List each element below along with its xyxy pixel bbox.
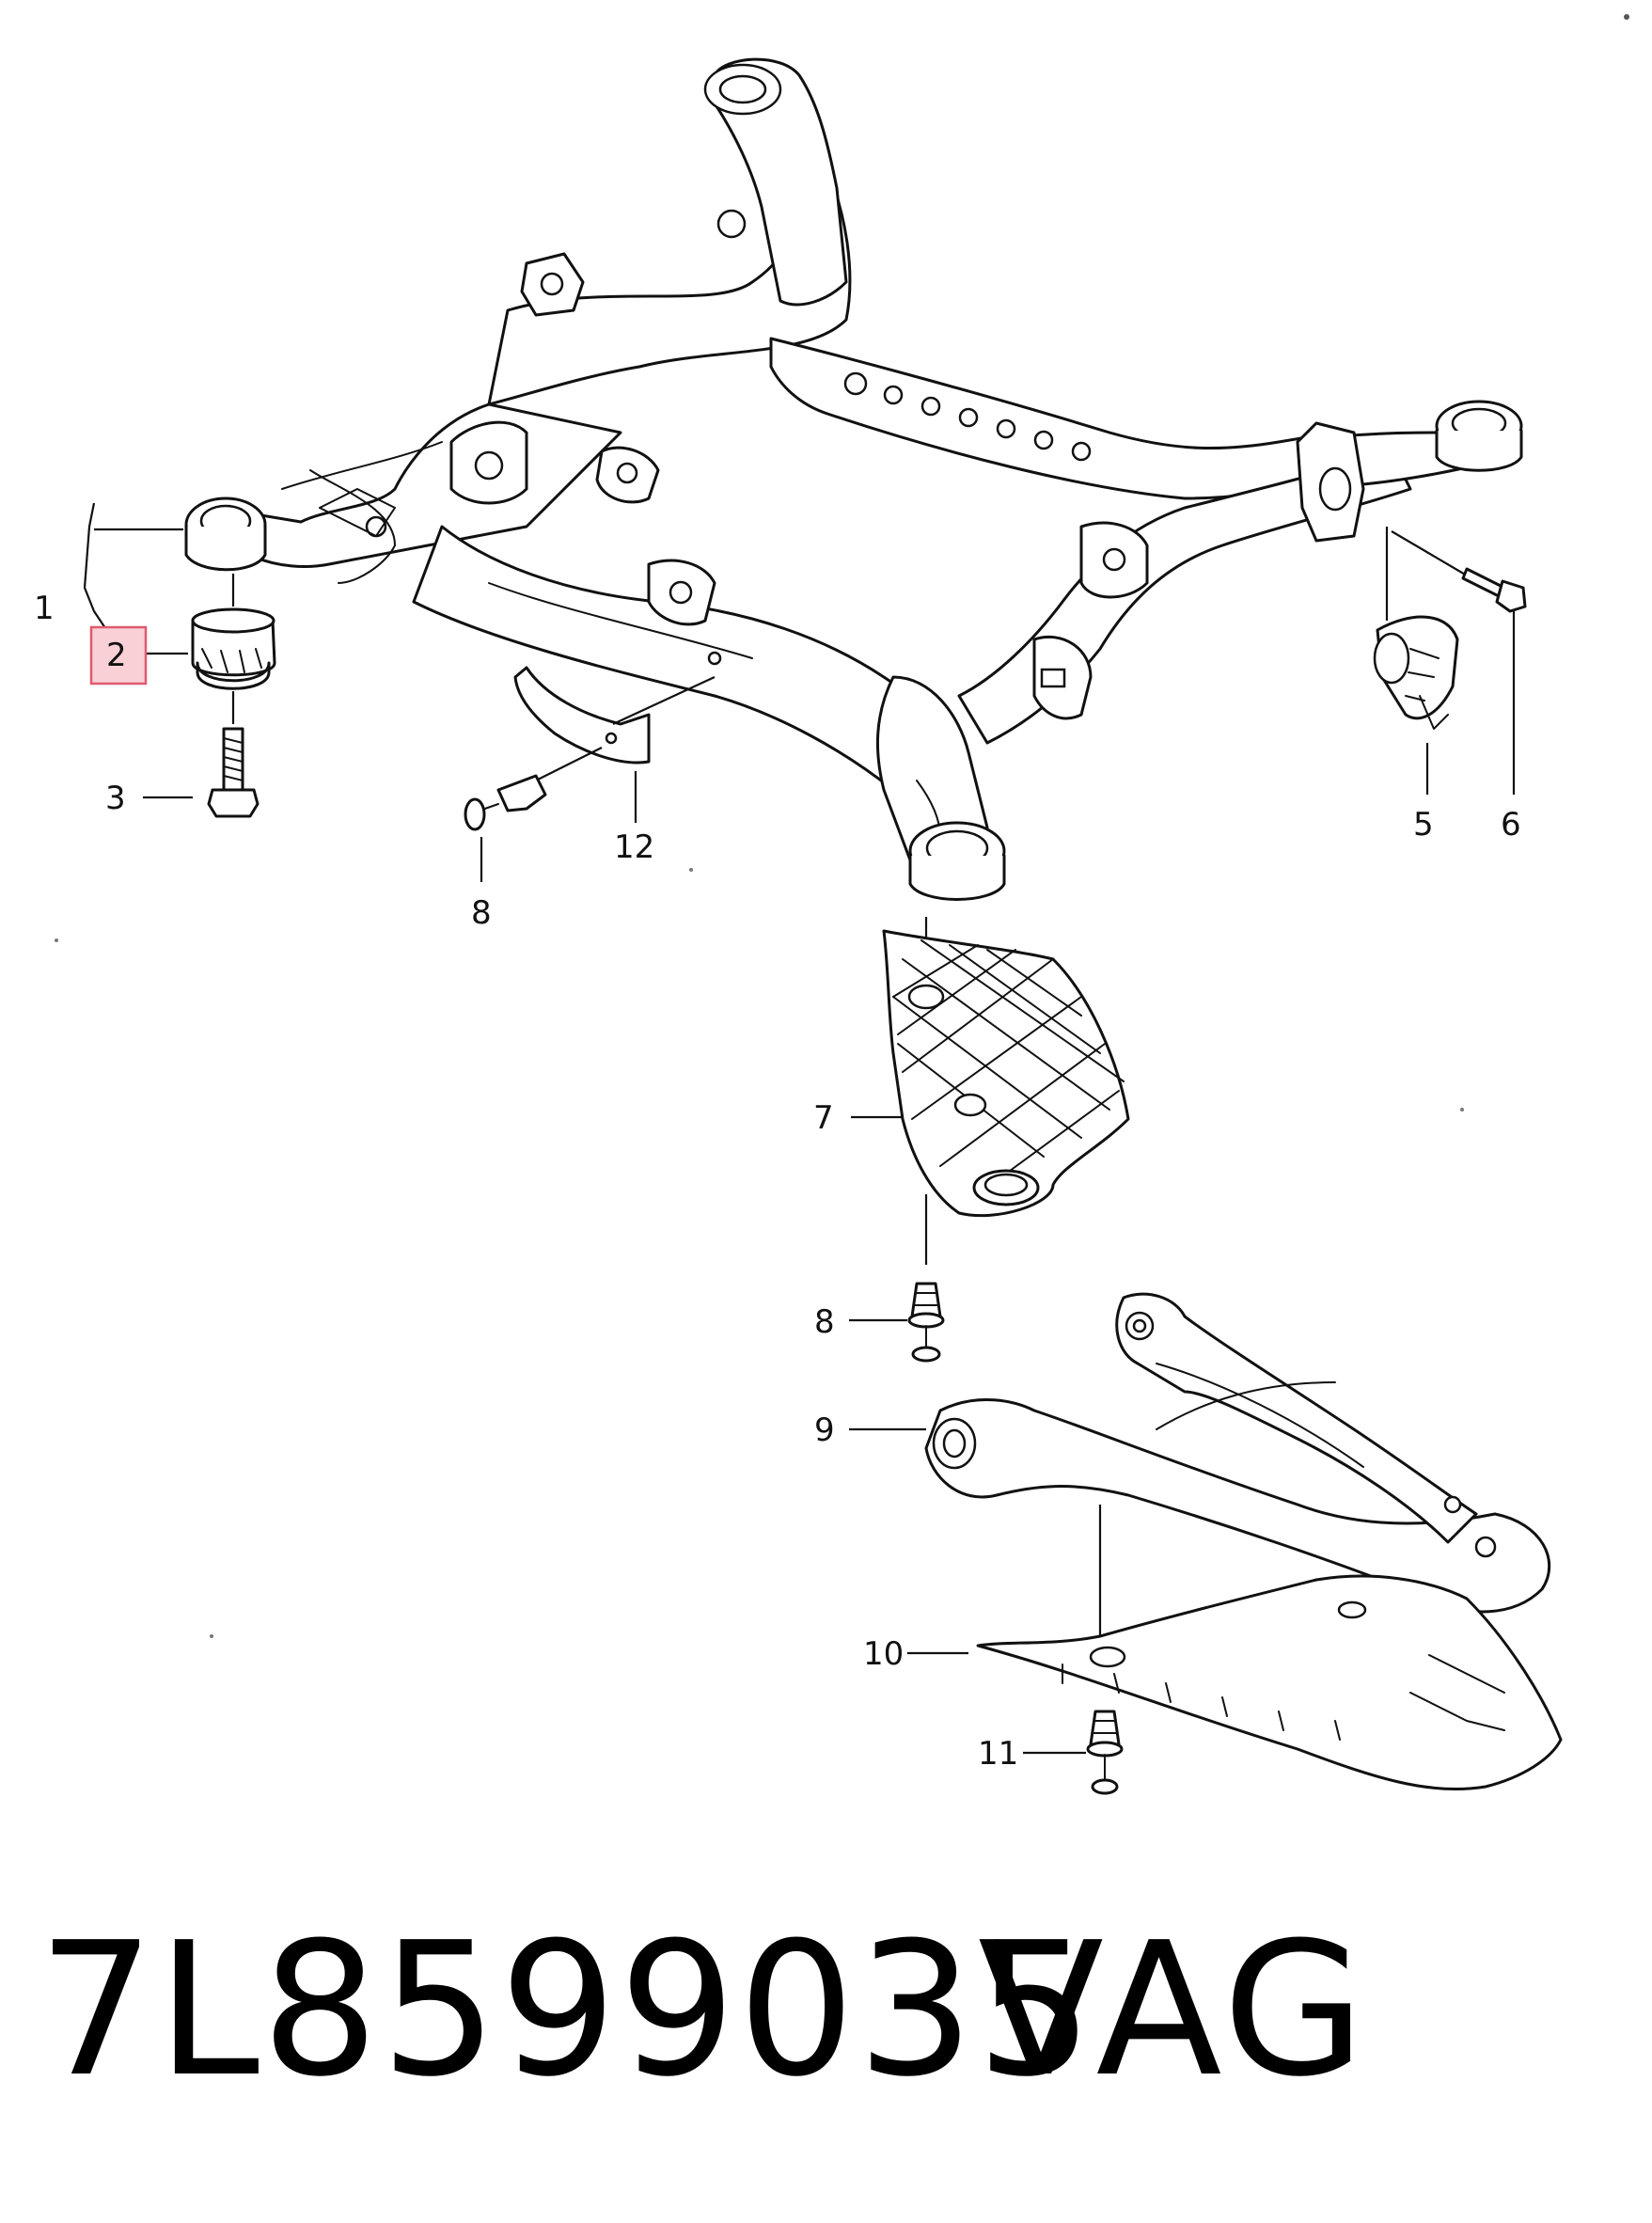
plastic-clip-lower xyxy=(907,1282,945,1363)
rubber-bushing xyxy=(191,574,276,690)
arm-cover-clip xyxy=(1086,1710,1124,1795)
callout-6: 6 xyxy=(1501,806,1521,843)
highlight-box xyxy=(89,625,148,686)
callout-leaders xyxy=(83,502,1516,1755)
part-number-caption: 7L8599035 xyxy=(38,1903,1095,2118)
mounting-bracket xyxy=(1373,527,1459,730)
callout-2: 2 xyxy=(106,637,127,674)
skid-plate xyxy=(882,917,1130,1265)
small-shield xyxy=(513,666,716,765)
callout-9: 9 xyxy=(814,1411,835,1449)
callout-7: 7 xyxy=(813,1099,834,1137)
scan-specks xyxy=(55,14,1629,1638)
bracket-bolt xyxy=(1391,530,1527,613)
callout-1: 1 xyxy=(34,590,55,627)
callout-8-lower: 8 xyxy=(814,1303,835,1341)
callout-8-upper: 8 xyxy=(471,894,492,932)
callout-12: 12 xyxy=(614,828,654,866)
callout-10: 10 xyxy=(863,1635,904,1673)
callout-3: 3 xyxy=(105,780,126,817)
callout-11: 11 xyxy=(978,1735,1018,1773)
callout-labels: 1 2 3 5 6 7 8 8 9 10 11 12 xyxy=(34,590,1521,1773)
callout-5: 5 xyxy=(1413,806,1434,843)
arm-cover xyxy=(976,1505,1563,1791)
control-arm xyxy=(924,1292,1551,1614)
plastic-clip-upper xyxy=(464,747,603,831)
mounting-bolt xyxy=(207,691,260,818)
subframe xyxy=(184,57,1523,901)
brand-caption: VAG xyxy=(978,1903,1370,2118)
